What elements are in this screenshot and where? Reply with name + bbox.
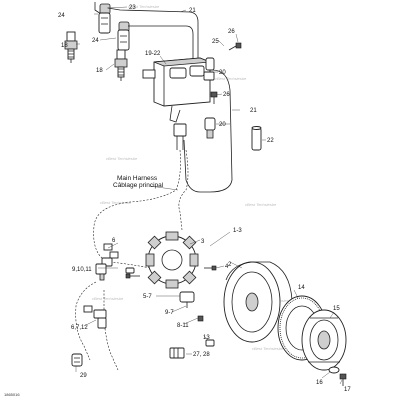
ignition-coil: [142, 57, 211, 150]
leader-lines: [75, 6, 343, 385]
connector-group-6: [101, 243, 119, 267]
coil-screw-lower: [210, 91, 218, 104]
callout-3: 3: [201, 239, 205, 245]
figure-reference: 1865016: [4, 392, 20, 397]
callout-1-3: 1-3: [233, 228, 242, 234]
callout-20: 20: [219, 70, 226, 76]
callout-20: 20: [219, 122, 226, 128]
crankshaft-position-sensor: [179, 291, 195, 308]
watermark-text: vBest Techsiesbe: [92, 296, 124, 301]
callout-18: 18: [96, 68, 103, 74]
callout-18: 18: [61, 43, 68, 49]
watermark-text: vBest Techsiesbe: [106, 156, 138, 161]
spark-plug-cap-left: [94, 2, 111, 34]
main-harness-label: Main Harness Câblage principal: [113, 175, 164, 189]
sensor-clip: [205, 339, 215, 347]
watermark-text: vBest Techsiesbe: [128, 4, 160, 9]
callout-15: 15: [333, 306, 340, 312]
spark-plug-right: [114, 49, 128, 81]
callout-13: 13: [203, 335, 210, 341]
callout-21: 21: [250, 108, 257, 114]
watermark-text: vBest Techsiesbe: [100, 200, 132, 205]
watermark-text: vBest Techsiesbe: [245, 202, 277, 207]
callout-8-11: 8-11: [177, 323, 189, 329]
callout-9-10-11: 9,10,11: [72, 267, 92, 273]
callout-labels: 24 23 21 18 24 25 26 18 19-22 20 26 21 2…: [58, 5, 351, 393]
coil-boot-upper: [203, 57, 215, 81]
coil-boot-lower: [204, 117, 216, 139]
callout-21: 21: [189, 8, 196, 14]
callout-26: 26: [223, 92, 230, 98]
callout-22: 22: [267, 138, 274, 144]
connector-group-9-11: [95, 263, 107, 281]
watermark-text: vBest Techsiesbe: [252, 346, 284, 351]
spark-plug-cap-right: [117, 21, 130, 51]
cable-sleeve: [251, 126, 262, 151]
harness-clip: [125, 267, 135, 274]
flywheel: [223, 261, 293, 343]
main-harness-wires: [75, 149, 189, 371]
callout-27-28: 27, 28: [193, 352, 210, 358]
coil-screw-upper: [228, 42, 242, 51]
watermark-text: vBest Techsiesbe: [215, 76, 247, 81]
callout-29: 29: [80, 373, 87, 379]
callout-17: 17: [344, 387, 351, 393]
callout-23: 23: [129, 5, 136, 11]
starter-clutch: [301, 309, 347, 371]
stator-screws: [125, 265, 217, 279]
callout-6: 6: [112, 238, 116, 244]
connector-group-6-7-12: [83, 305, 107, 329]
bolt-17: [339, 373, 347, 386]
washer-16: [328, 366, 340, 374]
callout-9-7: 9-7: [165, 310, 174, 316]
stator: [145, 231, 199, 289]
sensor-screw: [197, 315, 204, 322]
spark-plug-left: [64, 31, 78, 63]
harness-label-en: Main Harness: [117, 175, 158, 182]
connector-27-28: [169, 347, 185, 359]
callout-2: 2: [228, 262, 232, 268]
callout-25: 25: [212, 39, 219, 45]
callout-6-7-12: 6,7,12: [71, 325, 88, 331]
harness-label-fr: Câblage principal: [113, 182, 164, 189]
callout-16: 16: [316, 380, 323, 386]
harness-grommet-29: [71, 353, 83, 367]
callout-5-7: 5-7: [143, 294, 152, 300]
callout-24: 24: [92, 38, 99, 44]
callout-24: 24: [58, 13, 65, 19]
callout-4: 4: [225, 264, 229, 270]
stator-poles: [145, 231, 199, 289]
callout-26: 26: [228, 29, 235, 35]
callout-19-22: 19-22: [145, 51, 161, 57]
callout-14: 14: [298, 285, 305, 291]
